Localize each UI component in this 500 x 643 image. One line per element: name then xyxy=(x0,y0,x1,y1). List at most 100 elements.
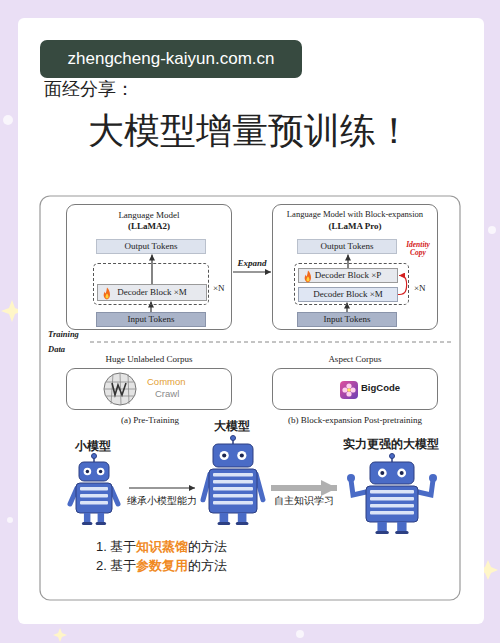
robot-eye xyxy=(97,468,105,476)
watermark: zhengcheng-kaiyun.com.cn xyxy=(40,40,302,78)
robot-eye xyxy=(397,469,406,478)
corpus-box: Huge Unlabeled CorpusCommonCrawl xyxy=(66,368,232,410)
robot-arm xyxy=(351,480,366,495)
robot-figure: 实力更强的大模型 xyxy=(338,438,446,528)
sparkle xyxy=(53,628,67,642)
list-text: 1. 基于 xyxy=(96,540,136,555)
flame-icon xyxy=(102,285,112,302)
robot-stripe xyxy=(370,504,414,508)
globe-pieces xyxy=(104,373,136,405)
robot-leg xyxy=(98,513,104,522)
edge-label: 继承小模型能力 xyxy=(116,495,208,506)
robot-stripe xyxy=(370,497,414,501)
axis-note: Data xyxy=(48,345,65,355)
robot-head xyxy=(213,444,253,467)
token-box: Input Tokens xyxy=(96,312,206,327)
flame-core xyxy=(106,294,109,299)
robot-foot xyxy=(96,522,106,525)
node-sublabel: BigCode xyxy=(361,383,431,394)
robot-leg xyxy=(84,513,90,522)
robot-body xyxy=(366,486,418,522)
robot-eye xyxy=(84,468,92,476)
icon-petal xyxy=(342,387,347,392)
robot-pupil xyxy=(240,453,244,457)
globe-seam xyxy=(106,396,134,397)
corpus-box: Aspect CorpusBigCode xyxy=(272,368,438,410)
robot-figure: 大模型 xyxy=(196,420,270,528)
robot-foot xyxy=(236,522,249,525)
connector xyxy=(346,303,347,313)
icon-tile xyxy=(340,381,358,399)
title: 大模型增量预训练！ xyxy=(0,110,500,151)
robot-leg xyxy=(397,522,406,531)
robot-stripe xyxy=(213,494,253,498)
robot-stripe xyxy=(370,490,414,494)
robot-antenna-tip xyxy=(92,454,97,459)
icon-center xyxy=(347,388,351,392)
robot-pupil xyxy=(380,471,384,475)
robot-stripe xyxy=(213,487,253,491)
robot-leg xyxy=(238,513,247,522)
flame-core xyxy=(307,277,310,282)
edge-label: Expand xyxy=(232,259,272,269)
globe-seam xyxy=(128,374,129,404)
robot-pupil xyxy=(222,453,226,457)
icon-petal xyxy=(350,387,355,392)
highlight-text: 知识蒸馏 xyxy=(136,540,188,555)
wikipedia-globe xyxy=(101,370,141,410)
robot-stripe xyxy=(213,473,253,477)
robot-leg xyxy=(220,513,229,522)
list-line: 2. 基于参数复用的方法 xyxy=(96,559,227,574)
bigcode-icon xyxy=(339,380,359,400)
decoder-block: Decoder Block ×P xyxy=(298,268,398,283)
robot-foot xyxy=(218,522,231,525)
robot-eye xyxy=(220,451,229,460)
node-label: Output Tokens xyxy=(97,240,205,253)
post-heading: 面经分享： xyxy=(44,79,134,100)
bubble xyxy=(7,517,13,523)
robot-eye xyxy=(378,469,387,478)
flame-shape xyxy=(305,271,311,283)
icon-petal xyxy=(346,383,351,388)
node-label: Input Tokens xyxy=(97,313,205,326)
repeat-group: Decoder Block ×M×N xyxy=(93,263,209,305)
robot-head xyxy=(79,462,109,481)
token-box: Output Tokens xyxy=(297,239,397,254)
node-label: Decoder Block ×P xyxy=(299,269,397,282)
node-sublabel: Common xyxy=(147,377,203,388)
sub-caption: (a) Pre-Training xyxy=(72,415,228,425)
list-text: 的方法 xyxy=(188,559,227,574)
flame-icon xyxy=(303,269,313,284)
robot-eye xyxy=(237,451,246,460)
flame-shape xyxy=(104,288,110,300)
connector xyxy=(151,255,152,285)
robot-pupil xyxy=(400,471,404,475)
robot-figure: 小模型 xyxy=(60,440,128,526)
node-label: Input Tokens xyxy=(298,313,396,326)
node-label: 小模型 xyxy=(60,440,126,454)
node-label: ×N xyxy=(213,283,235,293)
figure-frame xyxy=(40,196,460,600)
robot-drawing xyxy=(338,438,446,528)
node-sublabel: Crawl xyxy=(155,389,205,400)
robot-pupil xyxy=(99,470,102,473)
node-label: Decoder Block ×M xyxy=(299,288,397,301)
node-label: Aspect Corpus xyxy=(273,354,437,364)
robot-antenna-tip xyxy=(390,454,395,459)
robot-antenna-tip xyxy=(231,436,236,441)
node-sublabel: (LLaMA Pro) xyxy=(273,221,437,231)
decoder-block: Decoder Block ×M xyxy=(298,287,398,302)
edge-label: 自主知识学习 xyxy=(266,495,342,506)
highlight-text: 参数复用 xyxy=(136,559,188,574)
bubble xyxy=(3,115,13,125)
node-label: Output Tokens xyxy=(298,240,396,253)
node-label: 实力更强的大模型 xyxy=(338,438,444,452)
decoder-block: Decoder Block ×M xyxy=(97,284,207,301)
node-label: Language Model with Block-expansion xyxy=(273,210,437,220)
edge-label: Identity Copy xyxy=(399,241,437,258)
repeat-group: Decoder Block ×PDecoder Block ×M×N xyxy=(294,263,409,305)
icon-petal xyxy=(346,391,351,396)
connector xyxy=(233,271,271,272)
list-text: 的方法 xyxy=(188,540,227,555)
